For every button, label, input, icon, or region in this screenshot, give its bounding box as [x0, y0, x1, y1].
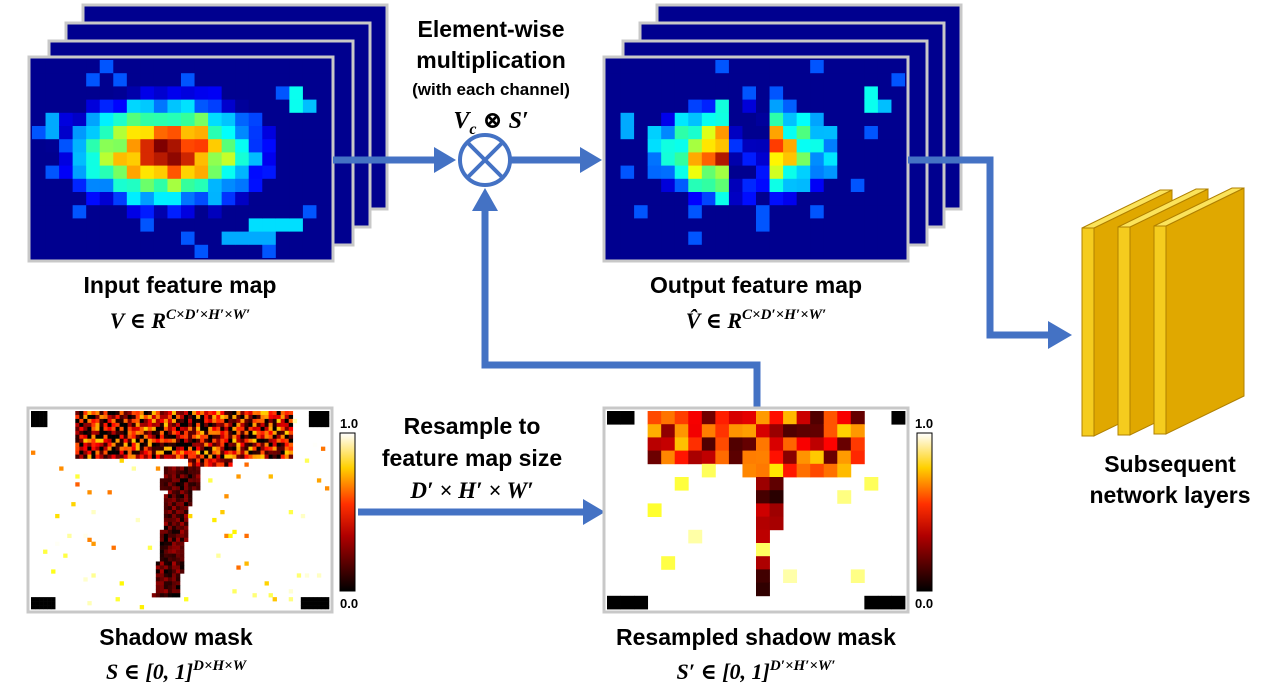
arrowhead-output-to-subsequent — [1048, 321, 1072, 349]
shadow-mask-colorbar — [339, 432, 356, 592]
output-feature-map-title: Output feature map — [650, 272, 862, 298]
output-feature-map-stack — [602, 3, 963, 263]
resampled-mask-panel: 1.0 0.0 — [602, 406, 933, 614]
resampled-mask-image — [607, 411, 906, 610]
shadow-mask-image — [31, 411, 330, 610]
subsequent-layers-label-line2: network layers — [1089, 482, 1250, 508]
shadow-mask-panel: 1.0 0.0 — [26, 406, 358, 614]
resampled-mask-colorbar — [916, 432, 933, 592]
arrows — [333, 147, 1072, 525]
resample-label-line1: Resample to — [404, 413, 541, 439]
multiplication-formula: Vc ⊗ S′ — [453, 108, 528, 138]
resampled-colorbar-min: 0.0 — [915, 596, 933, 611]
arrow-output-to-subsequent — [908, 156, 1052, 339]
output-heatmap — [607, 60, 905, 258]
input-feature-map-stack — [27, 3, 389, 263]
input-feature-map-title: Input feature map — [84, 272, 277, 298]
arrowhead-resampled-to-multiply — [472, 188, 498, 211]
multiplication-label-line2: multiplication — [416, 47, 566, 73]
output-feature-map-formula: V̂ ∈ RC×D′×H′×W′ — [686, 307, 826, 333]
resampled-colorbar-max: 1.0 — [915, 416, 933, 431]
subsequent-layers-label-line1: Subsequent — [1104, 451, 1236, 477]
resample-formula: D′ × H′ × W′ — [409, 478, 533, 503]
circled-times-icon — [458, 133, 512, 187]
layer-slab-3 — [1153, 187, 1245, 435]
resampled-mask-title: Resampled shadow mask — [616, 624, 896, 650]
arrowhead-multiply-to-output — [580, 147, 602, 173]
multiplication-label-line3: (with each channel) — [412, 80, 570, 99]
arrowhead-input-to-multiply — [434, 147, 456, 173]
resample-label-line2: feature map size — [382, 445, 562, 471]
subsequent-layers-icon — [1081, 187, 1245, 437]
shadow-mask-title: Shadow mask — [99, 624, 253, 650]
shadow-colorbar-min: 0.0 — [340, 596, 358, 611]
input-feature-map-formula: V ∈ RC×D′×H′×W′ — [110, 307, 250, 333]
shadow-mask-formula: S ∈ [0, 1]D×H×W — [106, 658, 248, 684]
multiplication-label-line1: Element-wise — [418, 16, 565, 42]
arrow-resampled-to-multiply — [481, 205, 761, 408]
resampled-mask-formula: S′ ∈ [0, 1]D′×H′×W′ — [677, 658, 836, 684]
arrowhead-shadow-to-resampled — [583, 499, 605, 525]
shadow-colorbar-max: 1.0 — [340, 416, 358, 431]
input-heatmap — [32, 60, 330, 258]
